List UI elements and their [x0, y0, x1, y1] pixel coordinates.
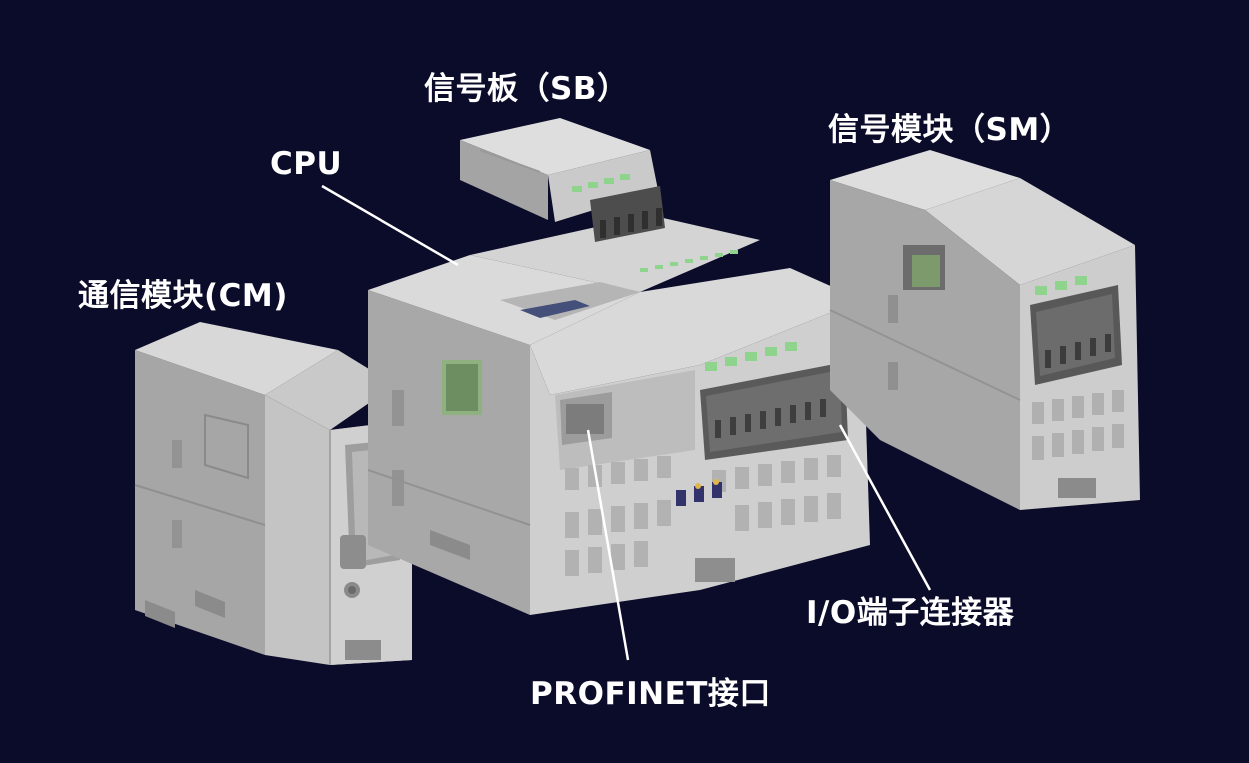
leader-lines — [321, 184, 932, 661]
label-comm-module: 通信模块(CM) — [78, 278, 288, 314]
label-cpu: CPU — [270, 146, 343, 182]
leader-line-cpu — [321, 184, 459, 267]
cpu-module — [367, 215, 870, 615]
leader-line-profinet — [586, 429, 630, 661]
label-profinet: PROFINET接口 — [530, 676, 771, 712]
leader-line-io — [838, 424, 932, 591]
signal-board — [460, 118, 665, 242]
label-signal-module: 信号模块（SM） — [828, 112, 1072, 148]
label-io-connector: I/O端子连接器 — [806, 595, 1015, 631]
signal-module — [829, 150, 1140, 510]
label-signal-board: 信号板（SB） — [424, 71, 629, 107]
